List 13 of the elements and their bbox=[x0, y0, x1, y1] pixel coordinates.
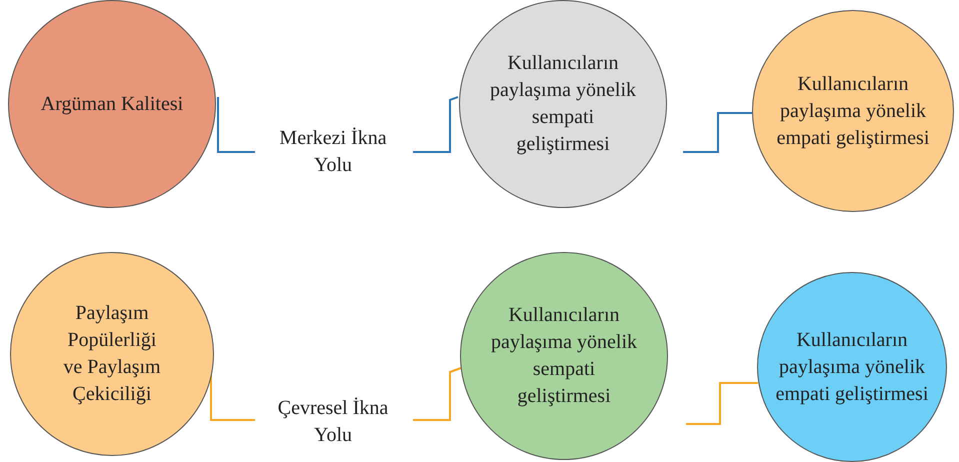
node-text: Kullanıcıların paylaşıma yönelik empati geliştirmesi bbox=[774, 328, 930, 406]
node-text: Argüman Kalitesi bbox=[40, 92, 184, 116]
connector-line bbox=[686, 382, 758, 425]
connector-line bbox=[413, 367, 462, 421]
node-text: Çevresel İkna Yolu bbox=[276, 396, 390, 448]
node-text: Paylaşım Popülerliği ve Paylaşım Çekiciliği bbox=[62, 301, 162, 407]
connector-line bbox=[217, 97, 255, 153]
connector-line bbox=[413, 96, 458, 153]
node-text: Merkezi İkna Yolu bbox=[278, 126, 388, 178]
connector-line bbox=[683, 112, 752, 153]
node-text: Kullanıcıların paylaşıma yönelik sempati geliştirmesi bbox=[490, 303, 638, 409]
node-text: Kullanıcıların paylaşıma yönelik sempati geliştirmesi bbox=[488, 51, 638, 157]
node-text: Kullanıcıların paylaşıma yönelik empati geliştirmesi bbox=[776, 72, 930, 150]
